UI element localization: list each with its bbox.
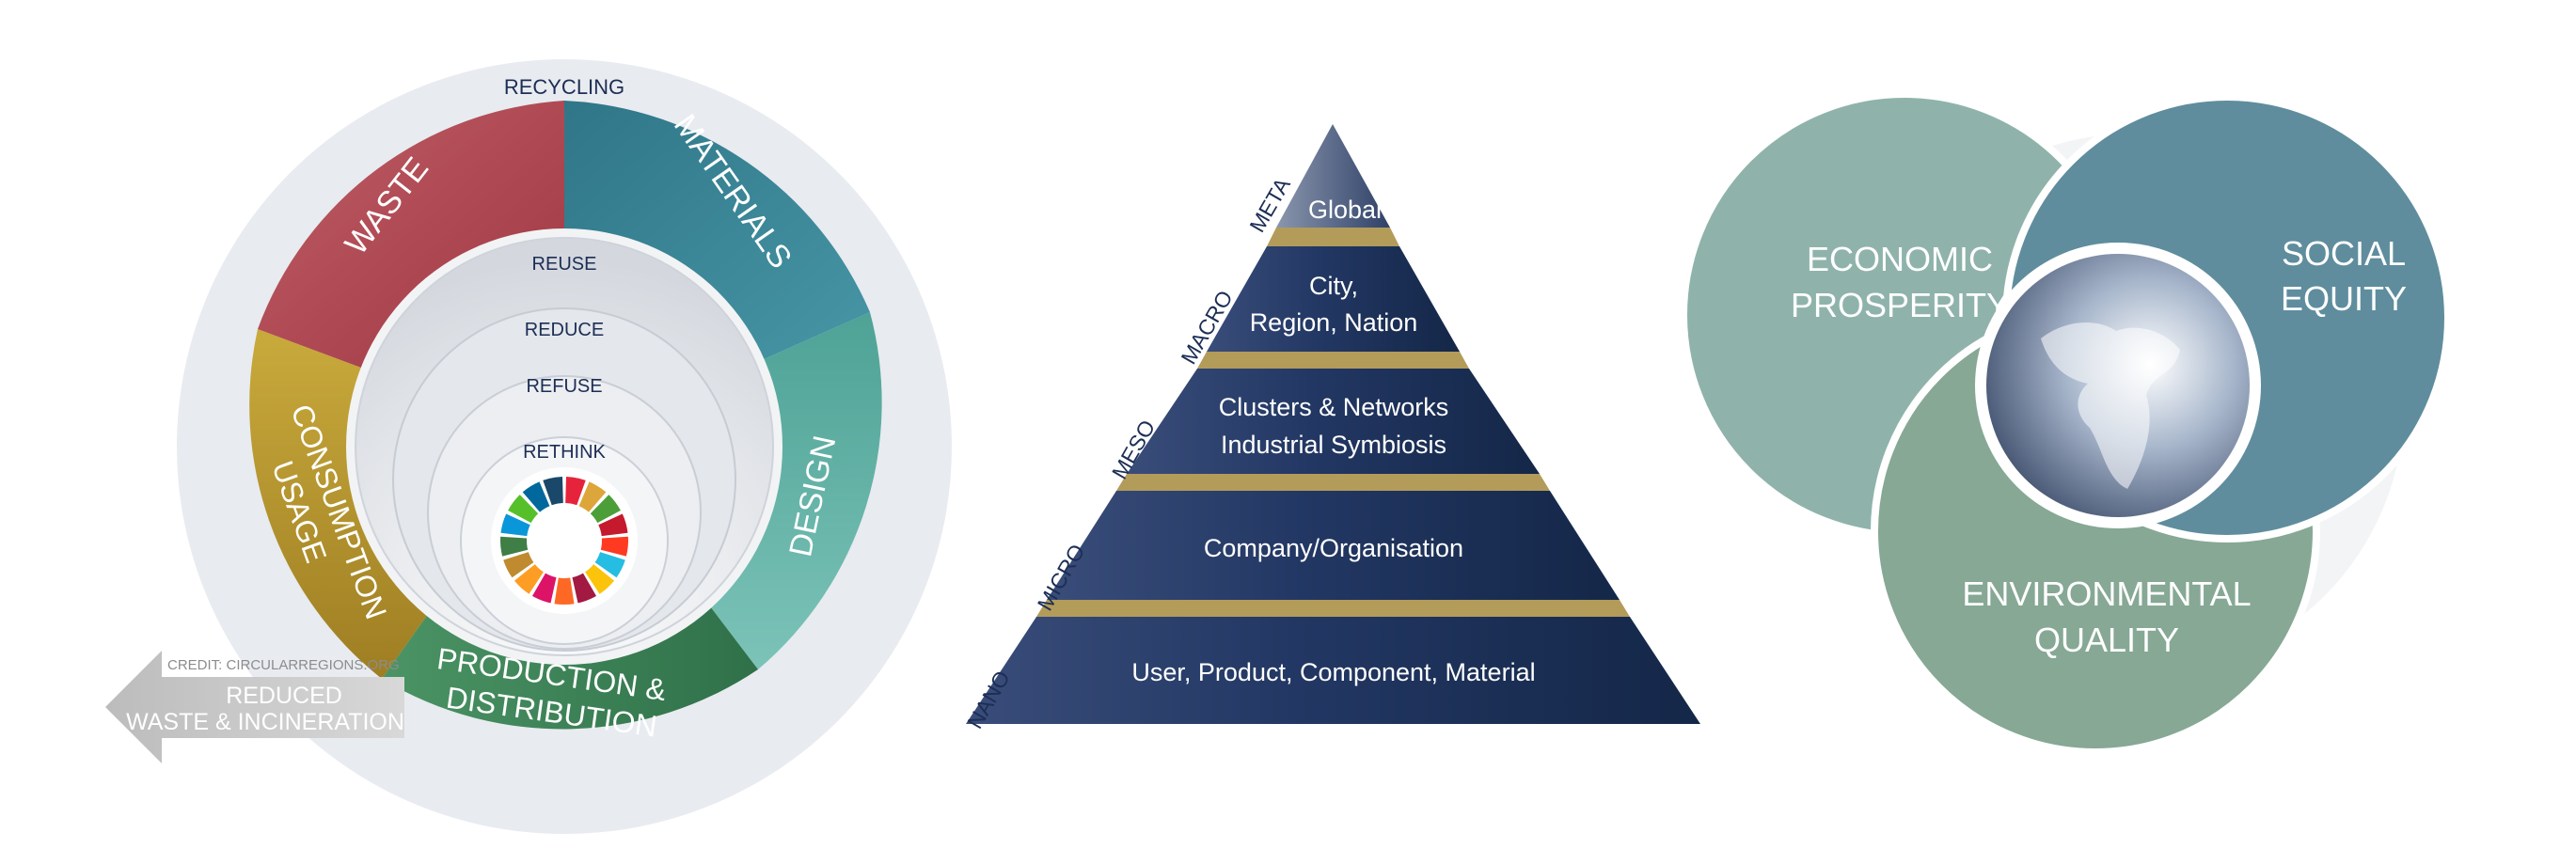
tier-macro-text-line1: City,: [1309, 272, 1358, 300]
pyramid-tier-nano: [966, 617, 1700, 724]
sdg-wheel-segment: [590, 495, 621, 524]
arrow-label-line2: WASTE & INCINERATION: [126, 709, 404, 735]
gold-band-2: [1197, 352, 1469, 369]
sdg-wheel-segment: [594, 552, 625, 578]
sdg-wheel-segment: [500, 513, 530, 537]
reduced-waste-arrow: [105, 651, 404, 763]
sdg-wheel-segment: [532, 573, 557, 604]
tier-meta-text: Global: [1308, 196, 1382, 224]
rethink-label: RETHINK: [523, 442, 606, 463]
refuse-label: REFUSE: [526, 376, 602, 397]
gold-band-4: [1036, 600, 1630, 617]
environmental-label-line2: QUALITY: [2034, 621, 2179, 659]
waste-segment: [258, 101, 564, 376]
sustainability-venn-diagram: ECONOMIC PROSPERITY SOCIAL EQUITY ENVIRO…: [1680, 90, 2452, 756]
materials-segment: [564, 101, 870, 368]
reduce-label: REDUCE: [525, 320, 604, 340]
tier-micro-text: Company/Organisation: [1204, 534, 1463, 562]
sdg-wheel-icon: [499, 477, 629, 606]
tier-meso-text-line2: Industrial Symbiosis: [1221, 431, 1446, 459]
economic-label-line1: ECONOMIC: [1807, 240, 1993, 278]
reuse-label: REUSE: [532, 254, 597, 275]
sdg-wheel-segment: [508, 495, 539, 524]
tier-meso-text-line1: Clusters & Networks: [1219, 393, 1449, 421]
pyramid-tier-micro: [1047, 491, 1620, 600]
consumption-usage-segment: [249, 329, 451, 679]
arrow-label-line1: REDUCED: [226, 683, 342, 709]
gold-band-1: [1267, 228, 1399, 246]
social-label-line1: SOCIAL: [2282, 234, 2406, 273]
economic-label-line2: PROSPERITY: [1791, 286, 2009, 324]
sdg-wheel-segment: [578, 481, 607, 512]
circular-economy-diagram: RECYCLING REUSE REDUCE REFUSE RETHINK WA…: [105, 59, 952, 834]
pyramid-tier-meta: [1276, 124, 1390, 228]
globe-continents: [2041, 322, 2180, 489]
social-label-line2: EQUITY: [2281, 279, 2407, 318]
sdg-wheel-segment: [554, 577, 575, 606]
gold-band-3: [1116, 474, 1550, 491]
recycling-label: RECYCLING: [504, 75, 624, 99]
sdg-wheel-segment: [598, 513, 628, 537]
credit-text: CREDIT: CIRCULARREGIONS.ORG: [167, 657, 400, 673]
sdg-wheel-segment: [565, 477, 586, 506]
sdg-wheel-segment: [503, 552, 534, 578]
pyramid-tier-meso: [1127, 369, 1540, 474]
sdg-wheel-segment: [522, 481, 550, 512]
tier-macro-text-line2: Region, Nation: [1250, 308, 1418, 337]
sdg-wheel-segment: [543, 477, 563, 506]
tier-nano-text: User, Product, Component, Material: [1131, 658, 1535, 686]
sdg-wheel-segment: [600, 536, 629, 557]
sdg-wheel-segment: [514, 564, 544, 594]
sdg-wheel-segment: [585, 564, 614, 594]
scale-pyramid-diagram: Global City, Region, Nation Clusters & N…: [962, 124, 1700, 732]
sdg-wheel-segment: [572, 573, 596, 604]
pyramid-tier-macro: [1207, 246, 1460, 352]
environmental-label-line1: ENVIRONMENTAL: [1962, 574, 2251, 613]
sdg-wheel-segment: [499, 536, 529, 557]
